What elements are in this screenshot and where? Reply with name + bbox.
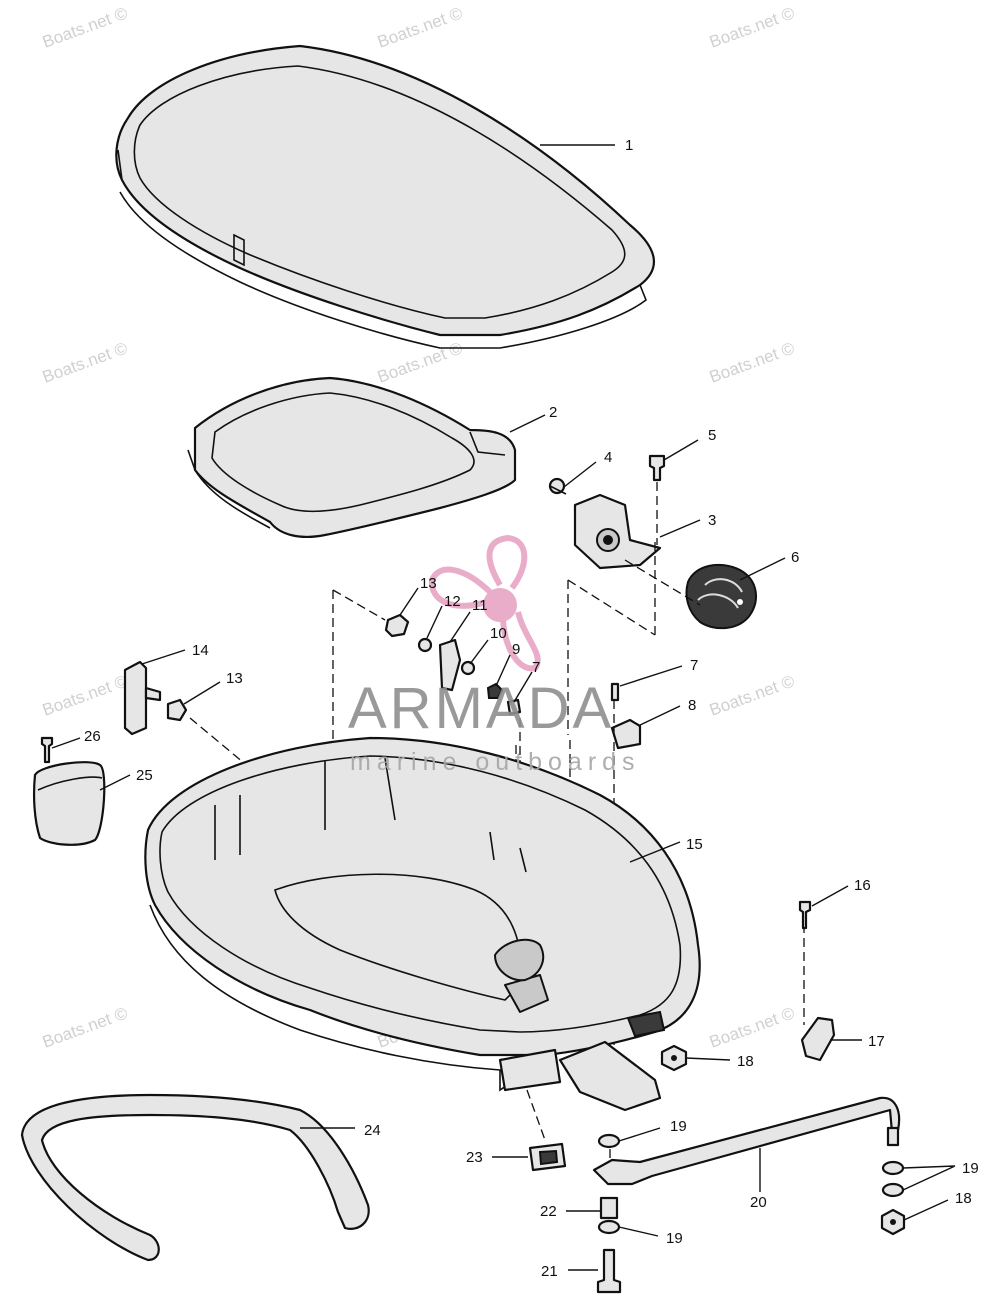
callout-15: 15 [686, 836, 703, 853]
part-24-handle [20, 1093, 370, 1262]
callout-14: 14 [192, 642, 209, 659]
propeller-icon [428, 534, 541, 672]
part-1-top-seal-ring [115, 44, 655, 349]
callout-17: 17 [868, 1033, 885, 1050]
part-18-nut [660, 1044, 688, 1072]
callout-9: 9 [512, 641, 520, 658]
part-23-clip [528, 1142, 567, 1172]
logo-wordmark: ARMADA [348, 676, 614, 741]
part-14-latch-handle [123, 660, 162, 736]
callout-19a: 19 [670, 1118, 687, 1135]
part-21-bolt [596, 1248, 622, 1294]
watermark: Boats.net © [40, 3, 131, 51]
callout-25: 25 [136, 767, 153, 784]
callouts: 1 2 3 4 5 6 7 7 8 9 10 11 12 13 13 14 15… [51, 137, 979, 1280]
callout-20: 20 [750, 1194, 767, 1211]
watermark: Boats.net © [707, 1003, 798, 1051]
part-19-washers [597, 1133, 905, 1235]
part-22-spacer [599, 1196, 619, 1220]
armada-logo: ARMADA marine outboards [348, 534, 641, 776]
callout-8: 8 [688, 697, 696, 714]
watermark: Boats.net © [707, 671, 798, 719]
watermark: Boats.net © [707, 338, 798, 386]
callout-18b: 18 [955, 1190, 972, 1207]
callout-5: 5 [708, 427, 716, 444]
callout-1: 1 [625, 137, 633, 154]
callout-18a: 18 [737, 1053, 754, 1070]
part-20-tow-bar [592, 1096, 901, 1186]
callout-3: 3 [708, 512, 716, 529]
callout-7b: 7 [690, 657, 698, 674]
callout-21: 21 [541, 1263, 558, 1280]
callout-6: 6 [791, 549, 799, 566]
callout-23: 23 [466, 1149, 483, 1166]
watermark: Boats.net © [375, 338, 466, 386]
watermark: Boats.net © [375, 3, 466, 51]
part-18-nut [880, 1208, 906, 1236]
callout-10: 10 [490, 625, 507, 642]
callout-2: 2 [549, 404, 557, 421]
callout-13b: 13 [226, 670, 243, 687]
part-15-lower-cowl [144, 736, 701, 1112]
callout-26: 26 [84, 728, 101, 745]
watermark: Boats.net © [40, 671, 131, 719]
watermark: Boats.net © [40, 1003, 131, 1051]
watermark: Boats.net © [707, 3, 798, 51]
callout-7a: 7 [532, 659, 540, 676]
callout-24: 24 [364, 1122, 381, 1139]
callout-22: 22 [540, 1203, 557, 1220]
part-3-bracket [573, 493, 662, 570]
callout-16: 16 [854, 877, 871, 894]
logo-tagline: marine outboards [350, 748, 641, 776]
callout-11: 11 [472, 597, 488, 614]
watermark: Boats.net © [40, 338, 131, 386]
part-16-screw [798, 900, 812, 930]
part-2-lower-seal-ring [187, 376, 517, 539]
callout-12: 12 [444, 593, 461, 610]
part-6-rubber-mount [685, 563, 757, 630]
callout-13a: 13 [420, 575, 437, 592]
callout-19b: 19 [962, 1160, 979, 1177]
part-17-bracket [800, 1016, 836, 1062]
callout-4: 4 [604, 449, 612, 466]
callout-19c: 19 [666, 1230, 683, 1247]
part-25-cover [32, 761, 106, 846]
part-4-screw [548, 477, 567, 495]
part-5-bolt [648, 454, 666, 482]
part-26-screw [40, 736, 54, 764]
